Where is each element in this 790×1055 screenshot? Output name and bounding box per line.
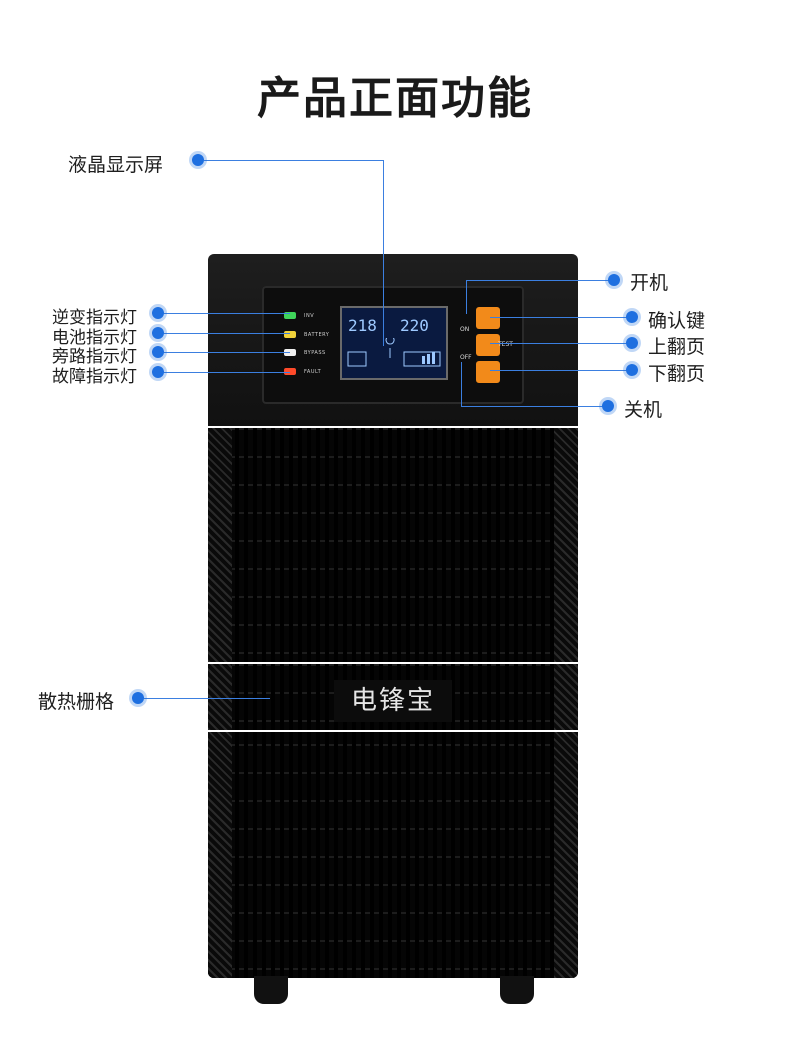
lcd-callout-line — [204, 160, 384, 161]
power-on-callout-line — [466, 280, 616, 281]
bypass-led-callout: 旁路指示灯 — [52, 347, 137, 367]
on-label: ON — [460, 326, 470, 333]
upper-grille-right-edge — [554, 428, 578, 662]
test-label: TEST — [498, 341, 513, 348]
power-on-callout-drop — [466, 280, 467, 314]
battery-led-label: BATTERY — [304, 332, 330, 338]
power-off-callout-line — [461, 406, 607, 407]
fault-led — [284, 368, 296, 375]
vent-callout-line — [138, 698, 270, 699]
vent-label: 散热栅格 — [38, 691, 115, 713]
lcd-screen: 218 220 — [340, 306, 448, 380]
bypass-callout-dot — [152, 346, 164, 358]
middle-grille-right-edge — [554, 664, 578, 730]
lower-grille — [208, 732, 578, 978]
lower-grille-left-edge — [208, 732, 232, 978]
confirm-callout-dot — [626, 311, 638, 323]
lower-grille-right-edge — [554, 732, 578, 978]
page-down-callout-dot — [626, 364, 638, 376]
fault-callout-dot — [152, 366, 164, 378]
fault-led-callout: 故障指示灯 — [52, 367, 137, 387]
power-off-callout-dot — [602, 400, 614, 412]
page-up-callout-dot — [626, 337, 638, 349]
right-foot — [500, 976, 534, 1004]
lcd-label: 液晶显示屏 — [68, 154, 164, 176]
bypass-led — [284, 349, 296, 356]
power-on-button[interactable] — [476, 307, 500, 329]
lcd-status-graphic — [347, 338, 441, 367]
upper-grille — [208, 428, 578, 662]
page-up-label: 上翻页 — [648, 336, 706, 358]
battery-led-callout: 电池指示灯 — [52, 328, 137, 348]
page-down-button[interactable] — [476, 361, 500, 383]
left-foot — [254, 976, 288, 1004]
page-up-callout-line — [490, 343, 632, 344]
bypass-callout-line — [162, 352, 290, 353]
fault-led-label: FAULT — [304, 369, 322, 375]
brand-label: 电锋宝 — [334, 680, 452, 722]
page-down-callout-line — [490, 370, 632, 371]
lcd-callout-dot — [192, 154, 204, 166]
vent-callout-dot — [132, 692, 144, 704]
inv-callout-dot — [152, 307, 164, 319]
middle-grille-left-edge — [208, 664, 232, 730]
power-on-callout-dot — [608, 274, 620, 286]
inv-callout-line — [162, 313, 290, 314]
bypass-led-label: BYPASS — [304, 350, 326, 356]
page-title: 产品正面功能 — [257, 73, 533, 124]
battery-callout-dot — [152, 327, 164, 339]
confirm-key-label: 确认键 — [648, 310, 706, 332]
upper-grille-left-edge — [208, 428, 232, 662]
lcd-input-voltage: 218 — [348, 316, 377, 335]
battery-callout-line — [162, 333, 290, 334]
fault-callout-line — [162, 372, 290, 373]
confirm-callout-line — [490, 317, 632, 318]
page-up-button[interactable] — [476, 334, 500, 356]
lcd-output-voltage: 220 — [400, 316, 429, 335]
inv-led-label: INV — [304, 313, 315, 319]
off-label: OFF — [460, 354, 472, 361]
lcd-callout-drop — [383, 160, 384, 346]
inv-led — [284, 312, 296, 319]
power-off-label: 关机 — [624, 399, 663, 421]
inv-led-callout: 逆变指示灯 — [52, 308, 137, 328]
power-off-callout-drop — [461, 362, 462, 406]
power-on-label: 开机 — [630, 272, 669, 294]
battery-led — [284, 331, 296, 338]
page-down-label: 下翻页 — [648, 363, 706, 385]
